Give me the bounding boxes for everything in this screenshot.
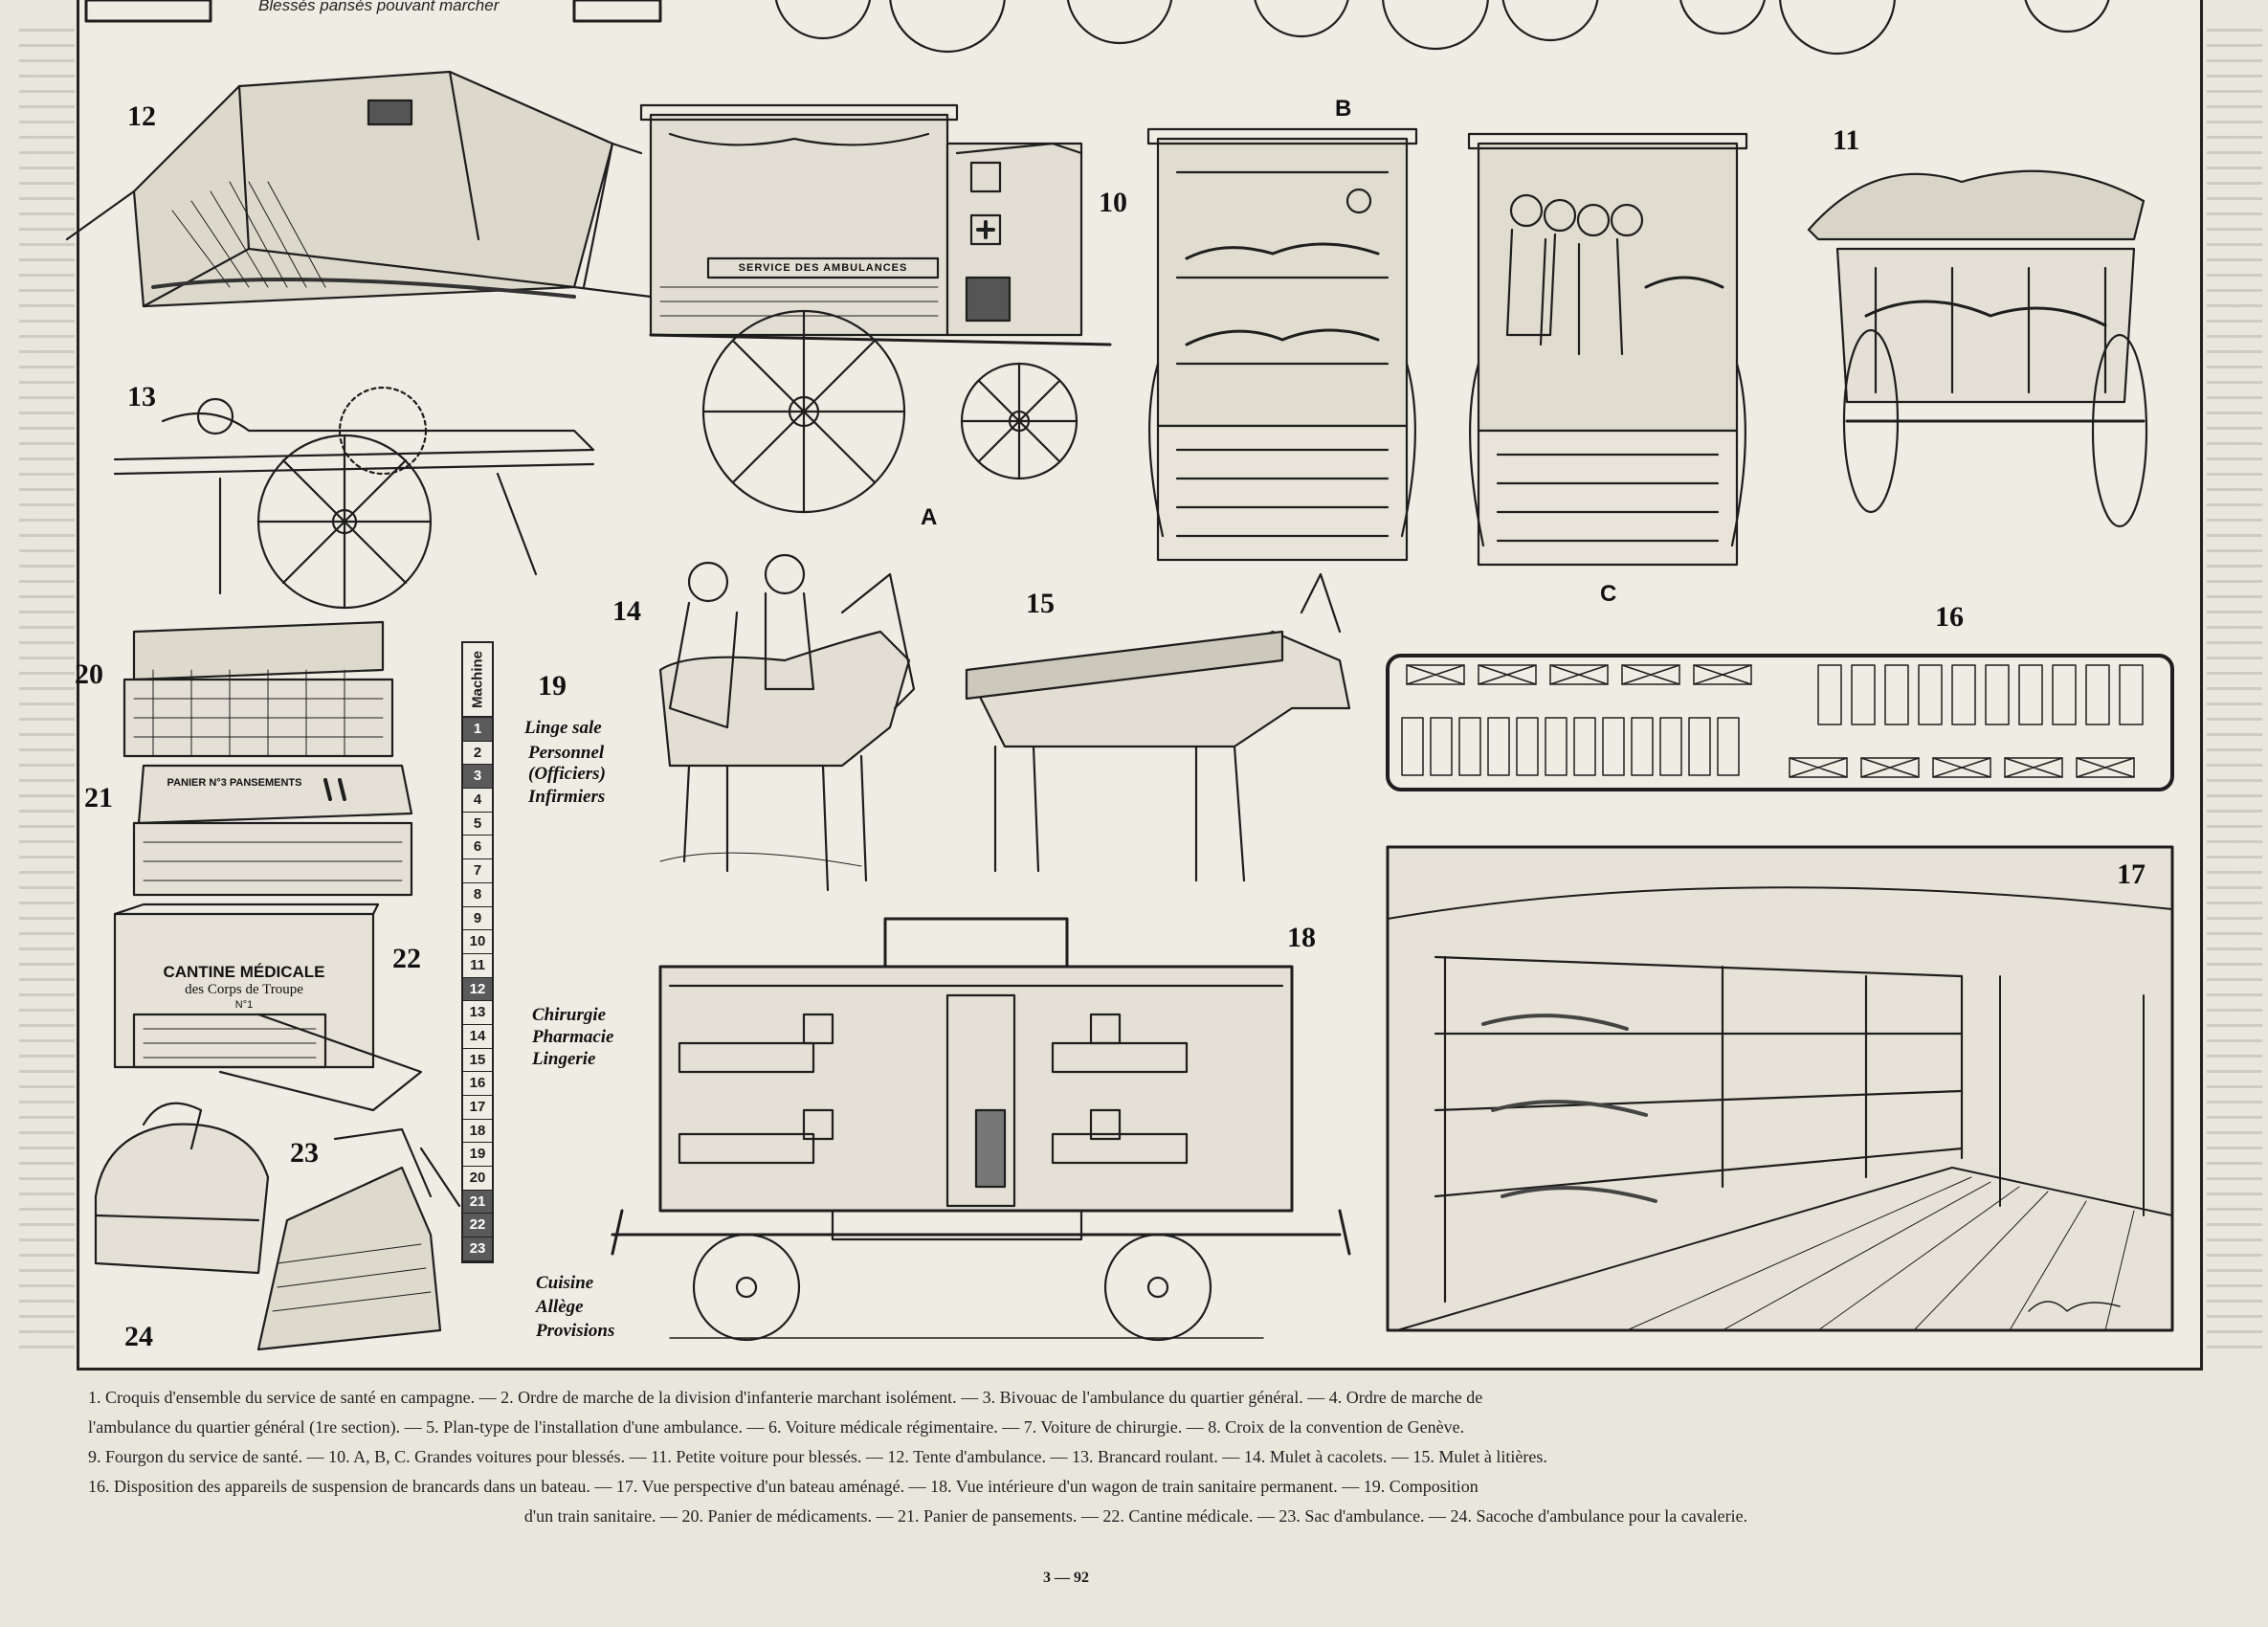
mule-litter-drawing — [965, 572, 1351, 882]
canteen-lettering-line3: N°1 — [234, 999, 254, 1011]
composition-cell: 17 — [463, 1096, 492, 1120]
composition-cell: 6 — [463, 836, 492, 860]
caption-line-5: d'un train sanitaire. — 20. Panier de mé… — [523, 1506, 1748, 1526]
figure-number-19: 19 — [538, 670, 567, 702]
figure-number-21: 21 — [84, 782, 113, 814]
boat-stretcher-layout — [1386, 654, 2174, 791]
composition-note-officiers: (Officiers) — [528, 764, 606, 784]
tent-drawing — [65, 70, 653, 308]
composition-cell: 1 — [463, 718, 492, 742]
figure-number-13: 13 — [127, 381, 156, 412]
engraving-artwork — [65, 0, 2174, 1351]
medical-canteen-drawing — [113, 903, 423, 1112]
composition-cell: 15 — [463, 1049, 492, 1073]
composition-note-pharmacie: Pharmacie — [532, 1027, 614, 1047]
wagon-bunks-right — [1051, 1013, 1189, 1165]
composition-cell: 8 — [463, 883, 492, 907]
caption-line-2: l'ambulance du quartier général (1re sec… — [88, 1417, 1465, 1437]
composition-cell: 5 — [463, 813, 492, 836]
composition-cell: 21 — [463, 1190, 492, 1215]
composition-note-cuisine: Cuisine — [536, 1273, 594, 1293]
vertical-stretcher-row-left — [1401, 717, 1740, 776]
figure-number-11: 11 — [1833, 124, 1860, 156]
artist-signature — [2028, 1301, 2121, 1312]
ambulance-wagon-a — [639, 103, 1112, 514]
caption-line-1: 1. Croquis d'ensemble du service de sant… — [88, 1388, 1483, 1407]
composition-cell: 13 — [463, 1001, 492, 1025]
composition-note-provisions: Provisions — [536, 1321, 615, 1341]
composition-cell: 3 — [463, 765, 492, 790]
figure-number-24: 24 — [124, 1321, 153, 1352]
dressings-basket-drawing — [132, 764, 413, 897]
figure-number-18: 18 — [1287, 922, 1316, 953]
seated-soldiers — [1505, 193, 1644, 356]
composition-cell: 23 — [463, 1237, 492, 1261]
figure-number-15: 15 — [1026, 588, 1055, 619]
figure-number-20: 20 — [75, 658, 103, 690]
composition-cell: 22 — [463, 1214, 492, 1238]
composition-cell: 4 — [463, 789, 492, 813]
composition-cell: 7 — [463, 859, 492, 883]
medicine-basket-drawing — [122, 620, 394, 758]
dressings-basket-lettering: PANIER N°3 PANSEMENTS — [167, 777, 302, 789]
composition-note-infirmiers: Infirmiers — [528, 787, 606, 807]
canteen-lettering-line1: CANTINE MÉDICALE — [163, 963, 325, 981]
composition-cell: 11 — [463, 954, 492, 978]
composition-cell: 19 — [463, 1143, 492, 1168]
composition-cell: 16 — [463, 1072, 492, 1096]
figure-letter-b: B — [1335, 96, 1352, 122]
left-margin-text — [19, 29, 75, 1359]
figure-number-14: 14 — [612, 595, 641, 627]
top-caption: Blessés pansés pouvant marcher — [258, 0, 500, 14]
figure-letter-c: C — [1600, 581, 1617, 607]
figure-number-17: 17 — [2117, 858, 2146, 890]
ambulance-wagon-c — [1467, 132, 1748, 567]
figure-captions: 1. Croquis d'ensemble du service de sant… — [88, 1383, 2184, 1531]
composition-note-lingerie: Lingerie — [532, 1049, 596, 1069]
figure-number-10: 10 — [1099, 187, 1127, 218]
mule-cacolets-drawing — [658, 553, 916, 892]
figure-letter-a: A — [921, 504, 938, 530]
boat-interior-drawing — [1386, 845, 2174, 1332]
composition-cell: 2 — [463, 742, 492, 766]
figure-number-22: 22 — [392, 943, 421, 974]
top-wheels-strip — [84, 0, 2110, 56]
saddlebag-drawing — [94, 1102, 270, 1275]
wheeled-stretcher-drawing — [113, 386, 595, 610]
ambulance-bag-drawing — [256, 1127, 461, 1351]
composition-cell: 12 — [463, 977, 492, 1002]
composition-cell: 14 — [463, 1025, 492, 1049]
figure-number-16: 16 — [1935, 601, 1964, 633]
composition-note-chirurgie: Chirurgie — [532, 1005, 607, 1025]
figure-number-12: 12 — [127, 100, 156, 132]
composition-note-linge: Linge sale — [524, 718, 602, 738]
composition-cell: 18 — [463, 1120, 492, 1144]
ambulance-side-lettering: SERVICE DES AMBULANCES — [738, 262, 908, 274]
ambulance-wagon-b — [1146, 127, 1418, 562]
figure-number-23: 23 — [290, 1137, 319, 1169]
small-wagon-drawing — [1807, 169, 2148, 528]
right-margin-text — [2207, 29, 2262, 1359]
train-wagon-drawing — [611, 917, 1351, 1342]
page-number: 3 — 92 — [1043, 1570, 1089, 1586]
composition-header: Machine — [463, 643, 492, 718]
canteen-lettering-line2: des Corps de Troupe — [185, 982, 303, 997]
composition-cell: 9 — [463, 907, 492, 931]
wagon-bunks-left — [678, 1013, 834, 1165]
vertical-stretcher-row-right — [1817, 664, 2144, 725]
caption-line-3: 9. Fourgon du service de santé. — 10. A,… — [88, 1447, 1547, 1466]
composition-note-personnel: Personnel — [528, 743, 605, 763]
composition-note-allege: Allège — [536, 1297, 584, 1317]
caption-line-4: 16. Disposition des appareils de suspens… — [88, 1477, 1479, 1496]
composition-cell: 20 — [463, 1167, 492, 1191]
composition-cell: 10 — [463, 930, 492, 954]
